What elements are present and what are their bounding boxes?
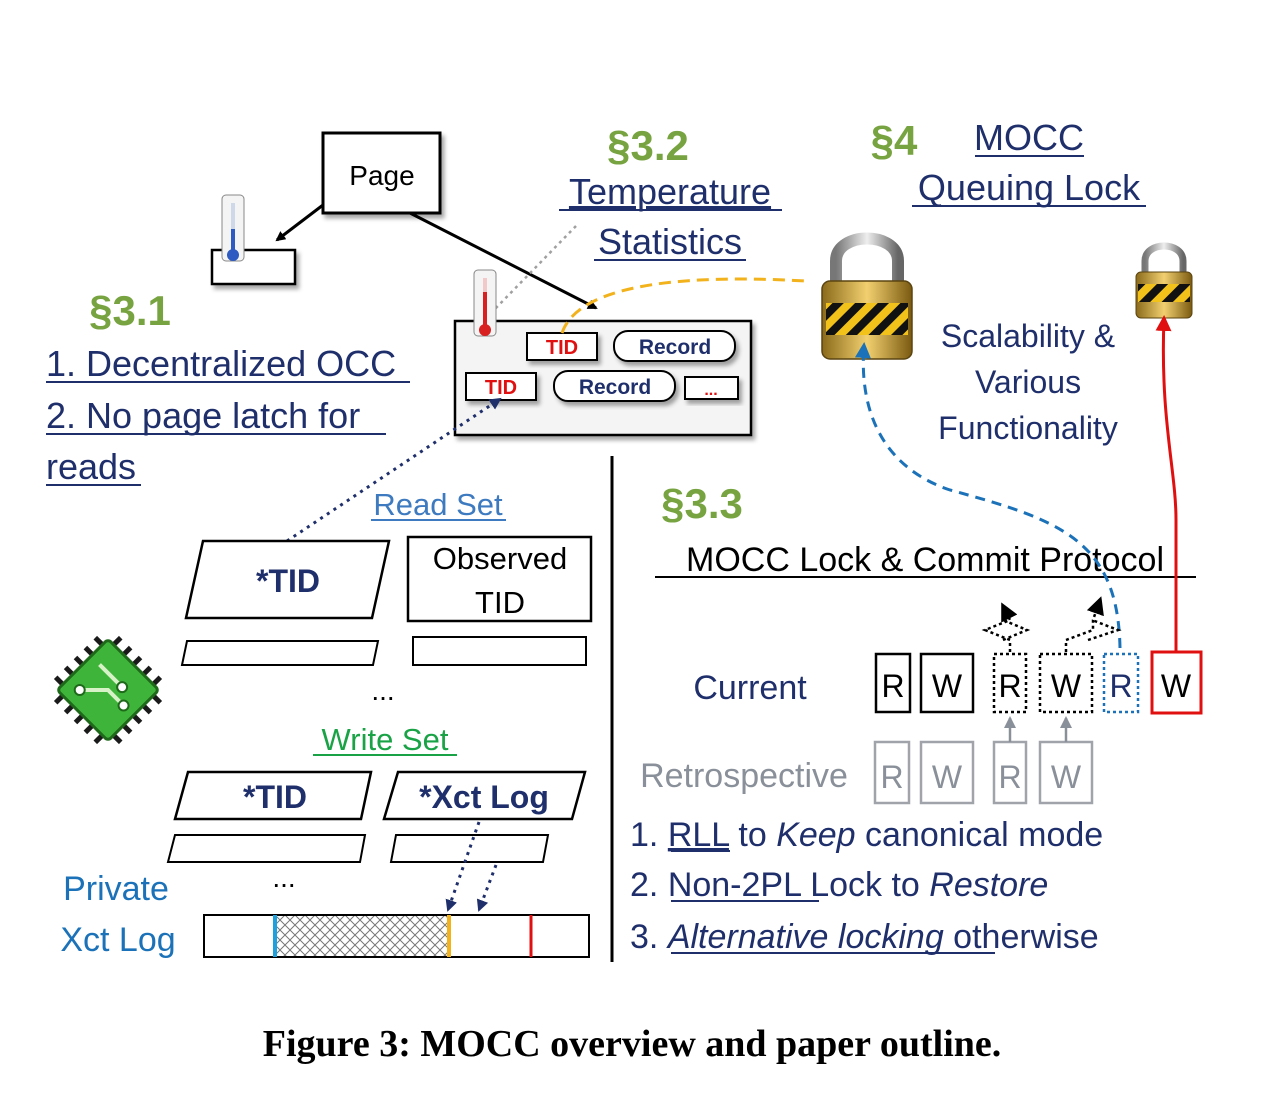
read-set-tid-label: *TID [256,563,320,599]
protocol-line3: 3. Alternative locking otherwise [630,918,1099,956]
write-set-label: Write Set [322,722,449,757]
sec32-title-line1: Temperature [569,171,771,212]
record-box [613,330,736,362]
private-log-label-line1: Private [63,870,169,908]
current-lock-w-label: W [1161,668,1192,704]
sec31-number: §3.1 [89,287,171,334]
tid-box [526,332,598,361]
read-set-entry [180,640,380,666]
write-set-entry [166,834,367,863]
sec33-number: §3.3 [661,480,743,527]
sec33-title: MOCC Lock & Commit Protocol [686,541,1164,579]
retro-lock-w-label: W [932,759,963,795]
xct-log-pointer-arrow [476,864,498,912]
page-box [321,131,442,215]
xct-log-label: *Xct Log [419,779,549,815]
sec4-number: §4 [871,117,918,164]
tid-to-lock-curve [560,277,806,334]
more-records-box [684,376,739,400]
release-arrow [981,602,1018,652]
current-lock-w [919,652,975,714]
sec32-number: §3.2 [607,122,689,169]
current-lock-r-label: R [1109,668,1132,704]
sec4-title-line1: MOCC [974,117,1084,158]
record-label: Record [579,376,651,399]
record-box [553,370,676,402]
retro-lock-w-label: W [1051,759,1082,795]
write-set-ellipsis: ... [272,862,295,893]
read-set-ellipsis: ... [371,675,394,706]
current-lock-w-label: W [932,668,963,704]
protocol-line2: 2. Non-2PL Lock to Restore [630,866,1048,904]
write-set-tid-box [173,770,373,821]
xct-log-box [382,770,587,821]
read-set-to-tid-arrow [286,397,502,543]
observed-tid-line2: TID [475,585,525,620]
tid-label: TID [546,337,578,359]
write-set-tid-label: *TID [243,779,307,815]
current-lock-r [874,652,912,714]
read-set-entry [412,636,587,666]
current-lock-w-label: W [1051,668,1082,704]
sec4-desc-line3: Functionality [938,410,1118,446]
tid-box [465,372,537,401]
current-label: Current [693,669,807,707]
retro-lock-r [873,740,911,805]
observed-tid-box [406,535,593,623]
private-log-label-line2: Xct Log [60,921,175,959]
retrospective-label: Retrospective [640,757,848,795]
thermometer-icon [221,194,245,262]
page-label: Page [349,160,414,191]
current-lock-r-blue [1102,652,1140,714]
write-set-entry [389,834,550,863]
read-set-tid-box [184,539,391,620]
current-lock-r-label: R [998,668,1021,704]
release-arrow [1002,618,1031,642]
retro-lock-r-label: R [998,759,1021,795]
padlock-icon [821,232,913,360]
read-set-label: Read Set [373,487,503,522]
record-label: Record [639,336,711,359]
private-log-filled [276,916,449,956]
current-lock-w-red [1150,650,1203,715]
release-arrow [1064,596,1104,652]
padlock-icon [1135,242,1193,319]
sec4-title-line2: Queuing Lock [918,167,1141,208]
page-to-records-arrow [409,211,598,310]
retrospective-lock-row: R W R W [873,740,1094,805]
release-arrow [1087,618,1122,642]
more-records-label: ... [704,382,717,399]
cpu-chip-icon [53,635,163,745]
current-lock-w-released [1038,652,1094,714]
sec4-desc-line1: Scalability & [941,318,1115,354]
current-lock-row: R W R W R W [874,650,1203,715]
mocc-diagram: Page TID Record TID Record ... §3.2 Temp… [46,117,1203,962]
temperature-pointer-line [493,225,577,311]
current-lock-r-label: R [881,668,904,704]
retro-lock-r-label: R [880,759,903,795]
retro-lock-w [919,740,975,805]
protocol-line1: 1. RLL to Keep canonical mode [630,816,1103,854]
retro-lock-w [1038,740,1094,805]
observed-tid-line1: Observed [433,541,567,576]
write-lock-line [1155,315,1178,652]
tid-label: TID [485,377,517,399]
sec31-line3: reads [46,446,136,487]
sec32-title-line2: Statistics [598,221,742,262]
sec4-desc-line2: Various [975,364,1081,400]
sec31-line2: 2. No page latch for [46,395,360,436]
rll-lock-curve [854,342,1122,649]
thermometer-icon [473,269,497,337]
sec31-line1: 1. Decentralized OCC [46,343,396,384]
current-lock-r-released [992,652,1028,714]
figure-caption: Figure 3: MOCC overview and paper outlin… [262,1023,1002,1065]
page-to-small-box-arrow [275,203,324,242]
